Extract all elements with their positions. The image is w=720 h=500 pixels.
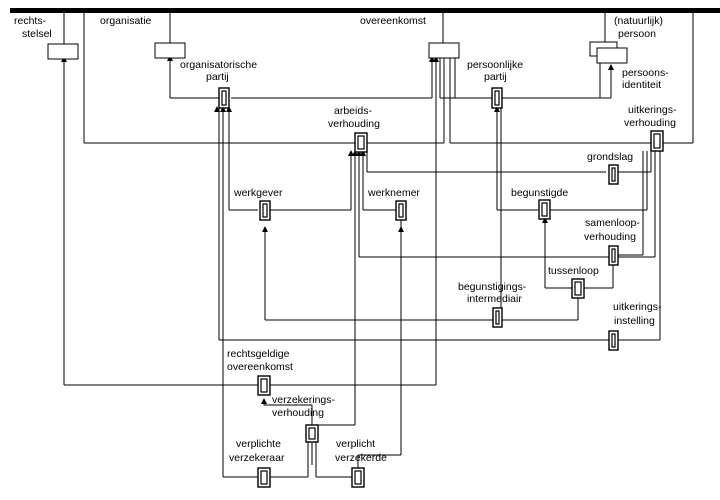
label-tussenloop: tussenloop xyxy=(548,265,599,277)
label-rechtsstelsel-2: stelsel xyxy=(22,28,52,40)
node-verplichte-verzekeraar[interactable] xyxy=(257,467,271,488)
label-rechtsstelsel-1: rechts- xyxy=(14,15,47,27)
node-persoonlijke-partij[interactable] xyxy=(491,87,503,109)
label-verplichte-verzekeraar-1: verplichte xyxy=(236,438,281,450)
label-persoonlijke-partij-2: partij xyxy=(484,71,507,83)
label-persoonlijke-partij-1: persoonlijke xyxy=(467,59,523,71)
node-werkgever[interactable] xyxy=(259,200,271,221)
label-rechtsgeldige-overeenkomst-1: rechtsgeldige xyxy=(227,348,290,360)
node-werknemer[interactable] xyxy=(395,200,407,221)
label-verzekeringsverhouding-1: verzekerings- xyxy=(272,394,336,406)
label-organisatorische-partij-2: partij xyxy=(206,71,229,83)
entity-box-rechtsstelsel[interactable] xyxy=(47,43,79,60)
node-verplicht-verzekerde[interactable] xyxy=(351,467,365,488)
label-begunstigde: begunstigde xyxy=(511,187,568,199)
node-begunstigingsintermediair[interactable] xyxy=(492,307,503,328)
node-samenloopverhouding[interactable] xyxy=(608,245,619,266)
node-rechtsgeldige-overeenkomst[interactable] xyxy=(257,375,271,396)
entity-boxes xyxy=(47,41,628,64)
label-werknemer: werknemer xyxy=(367,187,420,199)
label-persoonsidentiteit-1: persoons- xyxy=(622,67,669,79)
label-organisatie: organisatie xyxy=(100,15,152,27)
label-samenloopverhouding-2: verhouding xyxy=(584,231,636,243)
node-organisatorische-partij[interactable] xyxy=(218,87,230,109)
label-uitkeringsinstelling-1: uitkerings- xyxy=(613,301,662,313)
label-verplicht-verzekerde-1: verplicht xyxy=(336,438,375,450)
connector-lines xyxy=(63,13,694,478)
node-begunstigde[interactable] xyxy=(538,199,551,220)
label-uitkeringsverhouding-2: verhouding xyxy=(624,117,676,129)
label-begunstigingsintermediair-2: intermediair xyxy=(467,293,522,305)
label-natuurlijk-persoon-2: persoon xyxy=(618,28,656,40)
node-uitkeringsverhouding[interactable] xyxy=(650,130,664,152)
label-grondslag: grondslag xyxy=(587,151,633,163)
label-verplicht-verzekerde-2: verzekerde xyxy=(335,452,387,464)
node-verzekeringsverhouding[interactable] xyxy=(305,424,319,443)
label-uitkeringsinstelling-2: instelling xyxy=(614,315,655,327)
entity-box-overeenkomst[interactable] xyxy=(428,42,460,59)
relationship-nodes xyxy=(218,87,664,488)
label-begunstigingsintermediair-1: begunstigings- xyxy=(458,281,527,293)
label-uitkeringsverhouding-1: uitkerings- xyxy=(628,104,677,116)
node-tussenloop[interactable] xyxy=(571,278,585,299)
top-bar xyxy=(10,8,720,13)
label-werkgever: werkgever xyxy=(233,187,283,199)
label-rechtsgeldige-overeenkomst-2: overeenkomst xyxy=(227,361,293,373)
label-arbeidsverhouding-2: verhouding xyxy=(328,118,380,130)
label-verplichte-verzekeraar-2: verzekeraar xyxy=(229,452,285,464)
arrowheads xyxy=(61,54,614,404)
entity-box-persoonsidentiteit[interactable] xyxy=(596,47,628,64)
labels: rechts- stelsel organisatie overeenkomst… xyxy=(14,15,677,464)
label-overeenkomst: overeenkomst xyxy=(360,15,426,27)
node-arbeidsverhouding[interactable] xyxy=(354,132,368,153)
label-persoonsidentiteit-2: identiteit xyxy=(622,79,661,91)
label-verzekeringsverhouding-2: verhouding xyxy=(272,407,324,419)
label-organisatorische-partij-1: organisatorische xyxy=(180,59,257,71)
label-arbeidsverhouding-1: arbeids- xyxy=(334,105,372,117)
node-grondslag[interactable] xyxy=(608,164,619,185)
entity-box-organisatie[interactable] xyxy=(154,42,186,59)
node-uitkeringsinstelling[interactable] xyxy=(608,330,619,351)
label-natuurlijk-persoon-1: (natuurlijk) xyxy=(614,15,663,27)
label-samenloopverhouding-1: samenloop- xyxy=(585,217,640,229)
